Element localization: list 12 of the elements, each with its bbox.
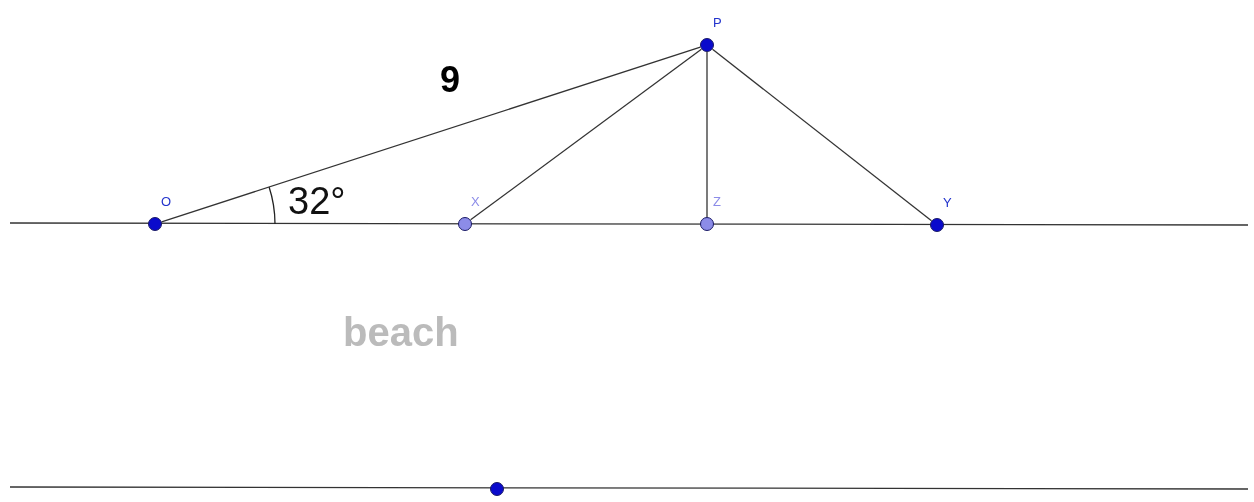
line-segment — [706, 51, 708, 218]
line-segment — [711, 48, 933, 222]
line-segment — [470, 48, 702, 221]
point-dot — [490, 482, 504, 496]
point-label: P — [713, 15, 722, 30]
angle-label: 32° — [288, 182, 346, 220]
point-label: Z — [713, 194, 721, 209]
area-label: beach — [343, 312, 459, 352]
point-label: Y — [943, 195, 952, 210]
point-label: O — [161, 194, 172, 209]
point-label: X — [471, 194, 480, 209]
line-segment — [161, 46, 701, 223]
